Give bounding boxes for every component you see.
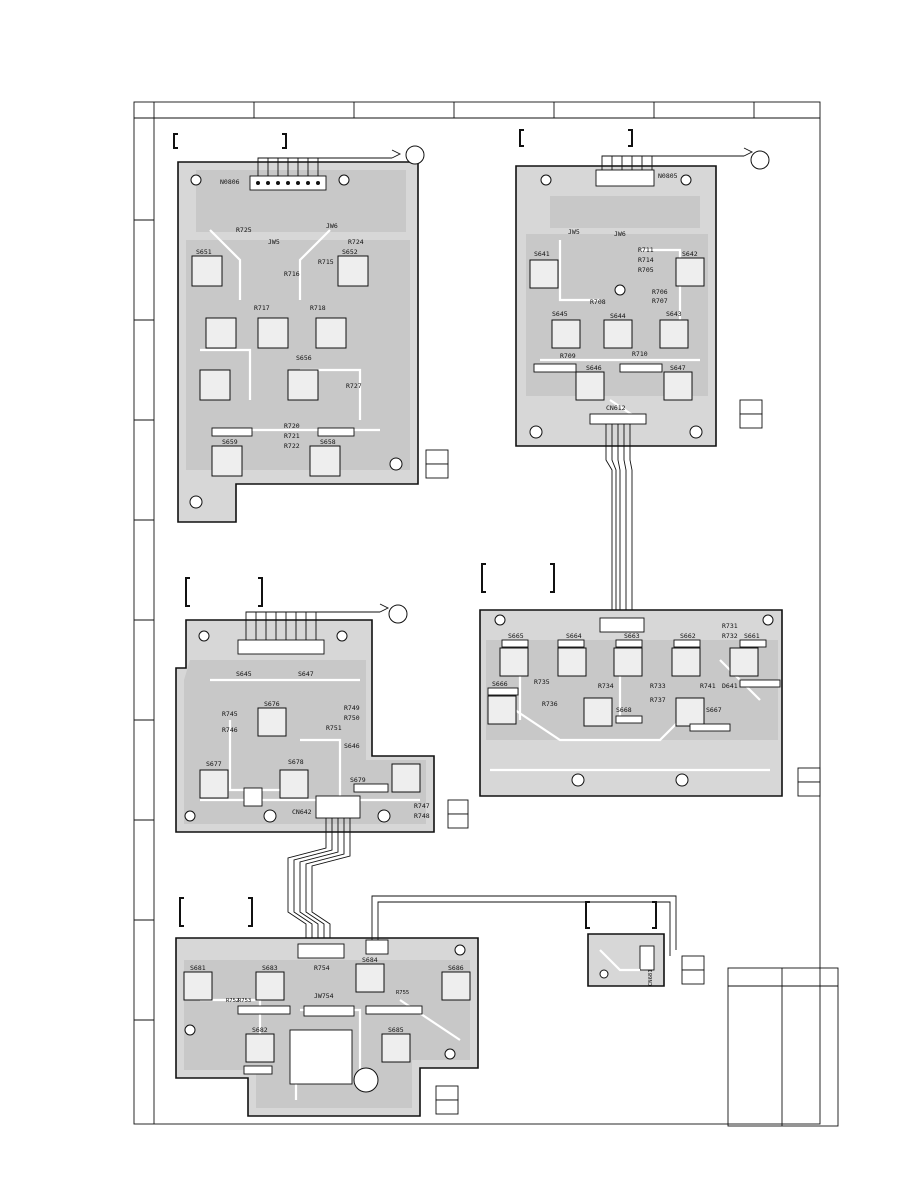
resistor-label: R706: [652, 288, 668, 296]
board-e: S681 S683 S684 S686 S682 S685 R754 R752 …: [175, 895, 677, 1117]
connector-label: N0805: [658, 172, 678, 180]
switch-label: S656: [296, 354, 312, 362]
resistor-label: R731: [722, 622, 738, 630]
resistor-label: R708: [590, 298, 606, 306]
board-d: S665 S664 S663 S662 S661 S666 S668 S667 …: [479, 563, 821, 797]
switch-label: S645: [552, 310, 568, 318]
switch-label: S681: [190, 964, 206, 972]
resistor-label: R753: [238, 998, 251, 1004]
resistor-label: R745: [222, 710, 238, 718]
resistor-label: R755: [396, 990, 409, 996]
switch-label: S679: [350, 776, 366, 784]
diode-label: D641: [722, 682, 738, 690]
jumper-label: JW5: [568, 228, 580, 236]
switch-label: S683: [262, 964, 278, 972]
resistor-label: R747: [414, 802, 430, 810]
board-b: N0805 CN612 S641 S642 S645 S644 S643 S64…: [515, 129, 770, 447]
switch-label: S663: [624, 632, 640, 640]
resistor-label: R748: [414, 812, 430, 820]
jumper-label: JW6: [614, 230, 626, 238]
resistor-label: R734: [598, 682, 614, 690]
frame-grid: [133, 101, 821, 1125]
switch-label: S685: [388, 1026, 404, 1034]
connector-label: N0806: [220, 178, 240, 186]
resistor-label: R732: [722, 632, 738, 640]
switch-label: S652: [342, 248, 358, 256]
jumper-label: JW5: [268, 238, 280, 246]
resistor-label: R749: [344, 704, 360, 712]
resistor-label: R716: [284, 270, 300, 278]
legend-table: [727, 967, 839, 1127]
switch-label: S667: [706, 706, 722, 714]
connector-pins: [256, 181, 320, 185]
resistor-label: R727: [346, 382, 362, 390]
ribbon-cable-b-d: [605, 424, 633, 610]
resistor-label: R724: [348, 238, 364, 246]
board-a: N0806 S651 S652 S656 S659 S658 R725 R724…: [173, 133, 449, 523]
resistor-label: R752: [226, 998, 239, 1004]
switch-label: S647: [670, 364, 686, 372]
resistor-label: R746: [222, 726, 238, 734]
switch-label: S686: [448, 964, 464, 972]
resistor-label: R754: [314, 964, 330, 972]
switch-label: S684: [362, 956, 378, 964]
jumper-label: JW754: [314, 992, 334, 1000]
resistor-label: R733: [650, 682, 666, 690]
connector-label: CN642: [292, 808, 312, 816]
resistor-label: R737: [650, 696, 666, 704]
switch-label: S682: [252, 1026, 268, 1034]
resistor-label: R722: [284, 442, 300, 450]
resistor-label: R721: [284, 432, 300, 440]
switch-label: S646: [586, 364, 602, 372]
resistor-label: R735: [534, 678, 550, 686]
switch-label: S668: [616, 706, 632, 714]
resistor-label: R717: [254, 304, 270, 312]
switch-label: S645: [236, 670, 252, 678]
resistor-label: R725: [236, 226, 252, 234]
switch-label: S677: [206, 760, 222, 768]
resistor-label: R751: [326, 724, 342, 732]
switch-label: S676: [264, 700, 280, 708]
switch-label: S662: [680, 632, 696, 640]
resistor-label: R705: [638, 266, 654, 274]
switch-label: S651: [196, 248, 212, 256]
switch-label: S661: [744, 632, 760, 640]
board-f: CN681: [585, 901, 705, 987]
resistor-label: R714: [638, 256, 654, 264]
switch-label: S643: [666, 310, 682, 318]
resistor-label: R750: [344, 714, 360, 722]
switch-label: S665: [508, 632, 524, 640]
switch-label: S646: [344, 742, 360, 750]
switch-label: S641: [534, 250, 550, 258]
switch-label: S647: [298, 670, 314, 678]
connector-label: CN612: [606, 404, 626, 412]
resistor-label: R718: [310, 304, 326, 312]
resistor-label: R741: [700, 682, 716, 690]
board-c: S645 S647 S676 S646 S677 S678 S679 R745 …: [175, 577, 469, 833]
resistor-label: R711: [638, 246, 654, 254]
ribbon-cable-c-e: [287, 818, 351, 944]
switch-label: S659: [222, 438, 238, 446]
resistor-label: R720: [284, 422, 300, 430]
connector-label: CN681: [648, 969, 654, 986]
switch-label: S658: [320, 438, 336, 446]
jumper-label: JW6: [326, 222, 338, 230]
switch-label: S678: [288, 758, 304, 766]
switch-label: S666: [492, 680, 508, 688]
resistor-label: R715: [318, 258, 334, 266]
resistor-label: R736: [542, 700, 558, 708]
resistor-label: R710: [632, 350, 648, 358]
switch-label: S644: [610, 312, 626, 320]
switch-label: S642: [682, 250, 698, 258]
resistor-label: R707: [652, 297, 668, 305]
resistor-label: R709: [560, 352, 576, 360]
switch-label: S664: [566, 632, 582, 640]
